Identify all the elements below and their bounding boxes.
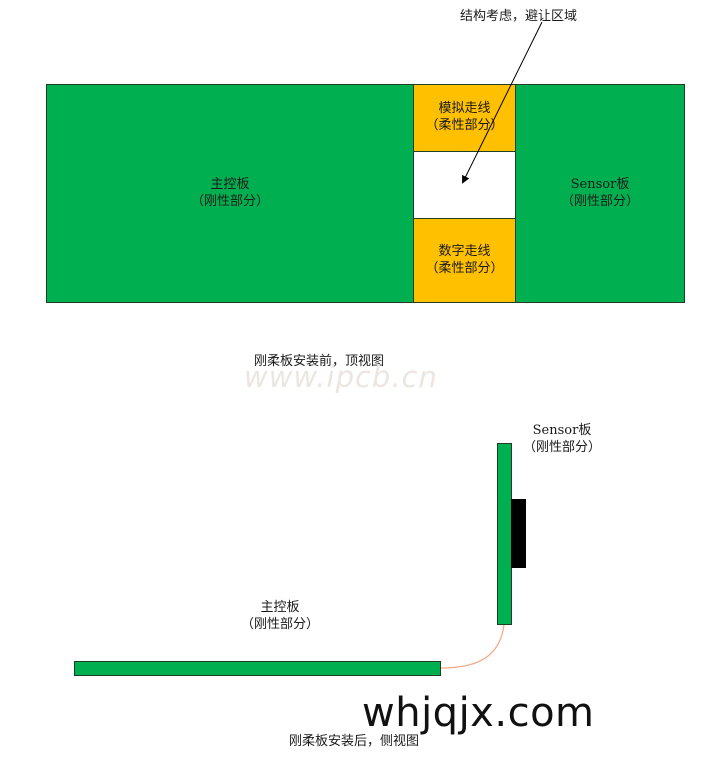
- annotation-arrow: [462, 21, 543, 184]
- sensor-board-note: （刚性部分）: [560, 194, 639, 209]
- top-view-caption: 刚柔板安装前，顶视图: [254, 354, 385, 369]
- digital-trace-label: 数字走线 （柔性部分）: [414, 243, 515, 277]
- digital-trace-note: （柔性部分）: [425, 261, 504, 276]
- sensor-board-name: Sensor板: [570, 177, 630, 192]
- main-board-label: 主控板 （刚性部分）: [180, 176, 280, 210]
- flex-cable: [440, 624, 505, 669]
- sensor-board-side-note: （刚性部分）: [522, 440, 601, 455]
- keepout-annotation: 结构考虑，避让区域: [460, 9, 578, 24]
- analog-trace-label: 模拟走线 （柔性部分）: [414, 100, 515, 134]
- sensor-chip: [511, 499, 526, 568]
- main-board-side: [74, 661, 441, 676]
- watermark: www.ipcb.cn: [244, 360, 438, 394]
- main-board-note: （刚性部分）: [190, 194, 269, 209]
- digital-trace-name: 数字走线: [438, 244, 491, 259]
- analog-trace-note: （柔性部分）: [425, 118, 504, 133]
- main-board-name: 主控板: [210, 177, 250, 192]
- main-board-side-name: 主控板: [260, 600, 300, 615]
- sensor-board-side-name: Sensor板: [532, 423, 592, 438]
- sensor-board-label: Sensor板 （刚性部分）: [550, 176, 650, 210]
- sensor-board-side-label: Sensor板 （刚性部分）: [512, 422, 612, 456]
- sensor-board-top: [515, 84, 685, 303]
- main-board-side-note: （刚性部分）: [240, 617, 319, 632]
- side-view-caption: 刚柔板安装后，侧视图: [289, 734, 420, 749]
- analog-trace-name: 模拟走线: [438, 101, 491, 116]
- site-watermark: whjqjx.com: [362, 690, 595, 736]
- main-board-side-label: 主控板 （刚性部分）: [230, 599, 330, 633]
